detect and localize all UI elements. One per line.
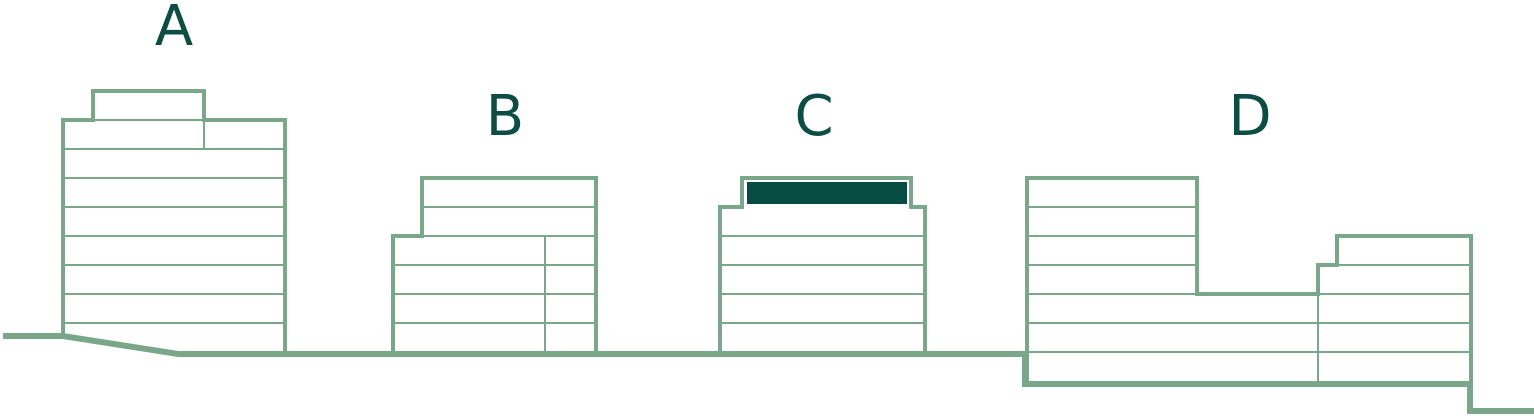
building-d: D: [1025, 84, 1473, 386]
building-a-floor-lines: [63, 119, 285, 324]
building-c: C: [718, 84, 927, 356]
building-d-label: D: [1228, 84, 1271, 149]
building-b-label: B: [486, 84, 524, 149]
building-d-floor-lines: [1027, 206, 1471, 382]
building-a-label: A: [155, 0, 193, 59]
ground-line: [3, 333, 1534, 414]
building-a: A: [61, 0, 287, 356]
building-c-outline: [718, 176, 927, 356]
building-b-floor-lines: [393, 206, 596, 352]
building-c-label: C: [794, 84, 833, 149]
building-b: B: [391, 84, 598, 356]
building-d-outline: [1025, 176, 1473, 386]
ground-profile: [3, 333, 1534, 414]
building-b-outline: [391, 176, 598, 356]
building-a-outline: [61, 89, 287, 356]
building-c-floor-lines: [720, 235, 925, 324]
building-c-highlighted-floor: [747, 182, 907, 204]
